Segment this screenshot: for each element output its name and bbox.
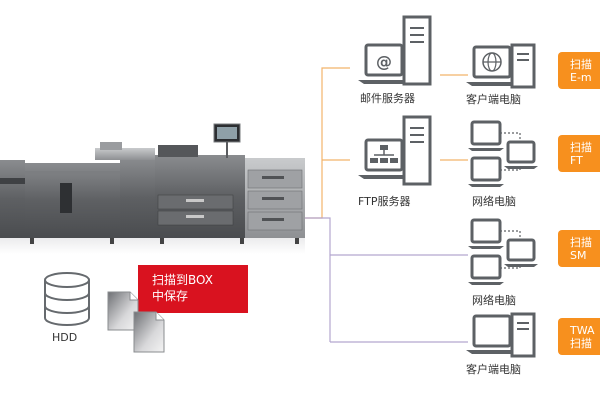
twain-scan-badge: TWA 扫描: [558, 318, 600, 355]
box-callout: 扫描到BOX 中保存: [138, 265, 248, 313]
badge-line1: 扫描: [570, 236, 592, 249]
badge-line2: 扫描: [570, 337, 592, 350]
scan-ftp-badge: 扫描 FT: [558, 135, 600, 172]
hdd-label: HDD: [52, 331, 78, 344]
badge-line1: TWA: [570, 324, 595, 337]
svg-text:@: @: [376, 52, 392, 71]
pc-icon: [466, 312, 536, 358]
ftp-server-label: FTP服务器: [358, 195, 411, 208]
badge-line2: FT: [570, 154, 583, 167]
printer-machine: [0, 123, 305, 254]
connector-to-mail-server: [305, 67, 350, 219]
box-callout-line2: 中保存: [152, 289, 189, 303]
document-icon: [133, 311, 165, 353]
badge-line1: 扫描: [570, 58, 592, 71]
network-pc-icon: [468, 120, 538, 187]
client-pc-label: 客户端电脑: [466, 363, 521, 376]
network-pc-label: 网络电脑: [472, 294, 516, 307]
mail-server-label: 邮件服务器: [360, 92, 415, 105]
scan-smb-badge: 扫描 SM: [558, 230, 600, 267]
network-pc-label: 网络电脑: [472, 195, 516, 208]
box-callout-bg: [138, 265, 248, 313]
client-pc-label: 客户端电脑: [466, 93, 521, 106]
globe-pc-icon: [466, 43, 536, 89]
network-pc-icon: [468, 218, 538, 285]
mail-server-icon: @: [358, 15, 432, 86]
ftp-server-icon: [358, 115, 432, 186]
connector-trunk-purple: [305, 217, 331, 342]
scan-email-badge: 扫描 E-m: [558, 52, 600, 89]
connector-lines: [305, 67, 468, 343]
badge-line2: SM: [570, 249, 587, 262]
hdd-icon: [44, 272, 90, 326]
badge-line2: E-m: [570, 71, 592, 84]
box-callout-line1: 扫描到BOX: [152, 273, 213, 287]
badge-line1: 扫描: [570, 141, 592, 154]
